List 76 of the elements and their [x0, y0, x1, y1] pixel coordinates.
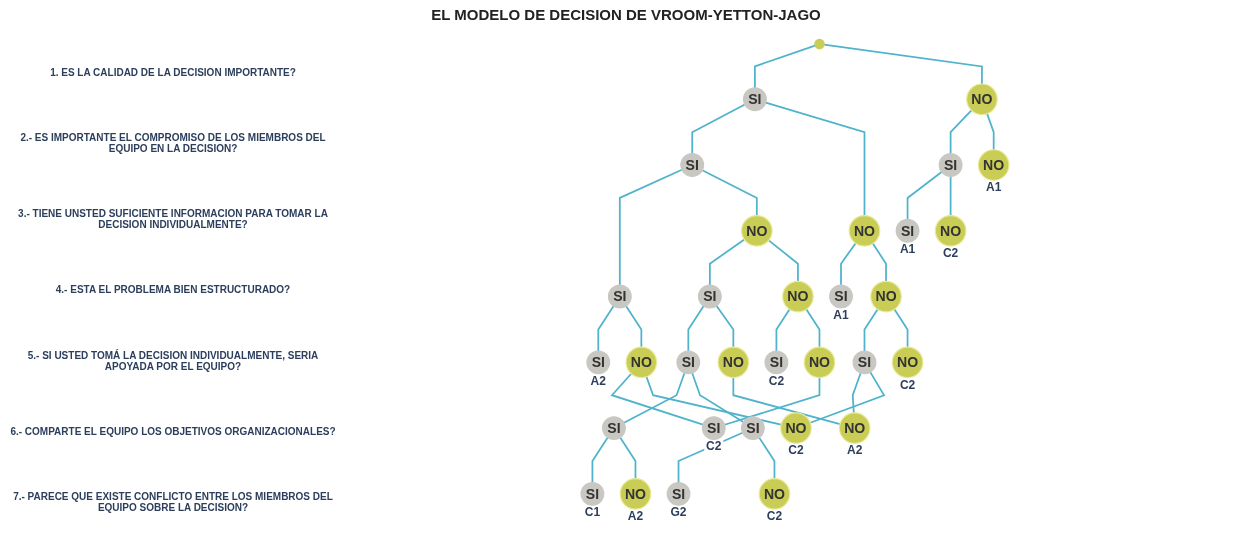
connector	[754, 44, 816, 89]
node-circle: SI	[680, 153, 705, 177]
node-circle: SI	[895, 218, 920, 243]
node-circle: SI	[586, 350, 611, 375]
node-circle: NO	[782, 280, 814, 313]
connector	[677, 431, 744, 484]
connector	[623, 372, 686, 424]
outcome-label: A2	[588, 374, 608, 388]
node-circle: NO	[803, 346, 836, 379]
node-circle	[814, 38, 825, 50]
connector	[591, 436, 609, 484]
outcome-label: A1	[831, 308, 851, 322]
connector	[709, 238, 746, 287]
question-label: 6.- COMPARTE EL EQUIPO LOS OBJETIVOS ORGANIZACIONALES?	[9, 425, 337, 437]
question-label: 5.- SI USTED TOMÁ LA DECISION INDIVIDUALMENTE, SERIA APOYADA POR EL EQUIPO?	[26, 349, 320, 372]
connector	[986, 112, 995, 151]
node-circle: NO	[740, 214, 773, 247]
node-circle: SI	[742, 87, 767, 112]
node-circle: NO	[966, 83, 998, 116]
node-circle: NO	[619, 478, 652, 510]
connector	[618, 168, 683, 287]
connector	[949, 109, 973, 155]
question-label: 3.- TIENE UNSTED SUFICIENTE INFORMACION PARA TOMAR LA DECISION INDIVIDUALMENTE?	[17, 208, 329, 231]
connector	[775, 308, 791, 352]
connector	[764, 101, 866, 217]
connector	[691, 103, 746, 155]
node-circle: SI	[701, 416, 726, 441]
node-circle: SI	[764, 350, 789, 375]
node-circle: SI	[580, 481, 605, 506]
connector	[893, 308, 909, 348]
outcome-label: C2	[766, 374, 787, 388]
node-circle: NO	[870, 280, 902, 313]
node-circle: NO	[977, 149, 1010, 181]
node-circle: NO	[848, 214, 881, 247]
node-circle: NO	[625, 346, 658, 379]
node-circle: SI	[740, 416, 765, 441]
diagram-title: EL MODELO DE DECISION DE VROOM-YETTON-JAGO	[430, 6, 822, 23]
node-circle: SI	[697, 284, 722, 309]
connector	[610, 372, 704, 426]
connector	[625, 305, 643, 348]
node-circle: SI	[829, 284, 853, 309]
outcome-label: C2	[704, 440, 724, 454]
connector	[758, 436, 776, 480]
node-circle: NO	[717, 346, 750, 379]
question-label: 7.- PARECE QUE EXISTE CONFLICTO ENTRE LOS MIEMBROS DEL EQUIPO SOBRE LA DECISION?	[12, 490, 334, 513]
connector	[805, 308, 821, 348]
connector	[701, 169, 758, 217]
connector	[906, 171, 943, 221]
node-circle: NO	[891, 346, 924, 379]
outcome-label: C2	[897, 378, 918, 392]
connector	[823, 43, 983, 85]
connector	[619, 436, 637, 480]
question-label: 4.- ESTA EL PROBLEMA BIEN ESTRUCTURADO?	[54, 284, 292, 296]
node-circle: NO	[758, 478, 791, 510]
connector	[715, 304, 735, 348]
node-circle: SI	[602, 416, 626, 441]
connector	[851, 372, 862, 414]
connector	[691, 372, 745, 423]
node-circle: SI	[852, 350, 877, 375]
connector	[645, 375, 782, 426]
node-circle: NO	[780, 412, 812, 444]
connector	[949, 175, 952, 217]
node-circle: SI	[666, 481, 691, 506]
connector	[840, 242, 857, 287]
question-label: 2.- ES IMPORTANTE EL COMPROMISO DE LOS MIEMBROS DEL EQUIPO EN LA DECISION?	[19, 132, 327, 155]
question-label: 1. ES LA CALIDAD DE LA DECISION IMPORTANTE?	[49, 67, 297, 79]
node-circle: NO	[838, 412, 871, 444]
node-circle: SI	[676, 350, 701, 375]
node-circle: NO	[934, 214, 967, 247]
connector	[871, 242, 887, 283]
node-circle: SI	[938, 153, 963, 177]
connector	[687, 305, 705, 352]
connector	[767, 239, 799, 283]
connector	[597, 305, 615, 352]
node-circle: SI	[607, 284, 632, 309]
connector	[863, 308, 879, 352]
